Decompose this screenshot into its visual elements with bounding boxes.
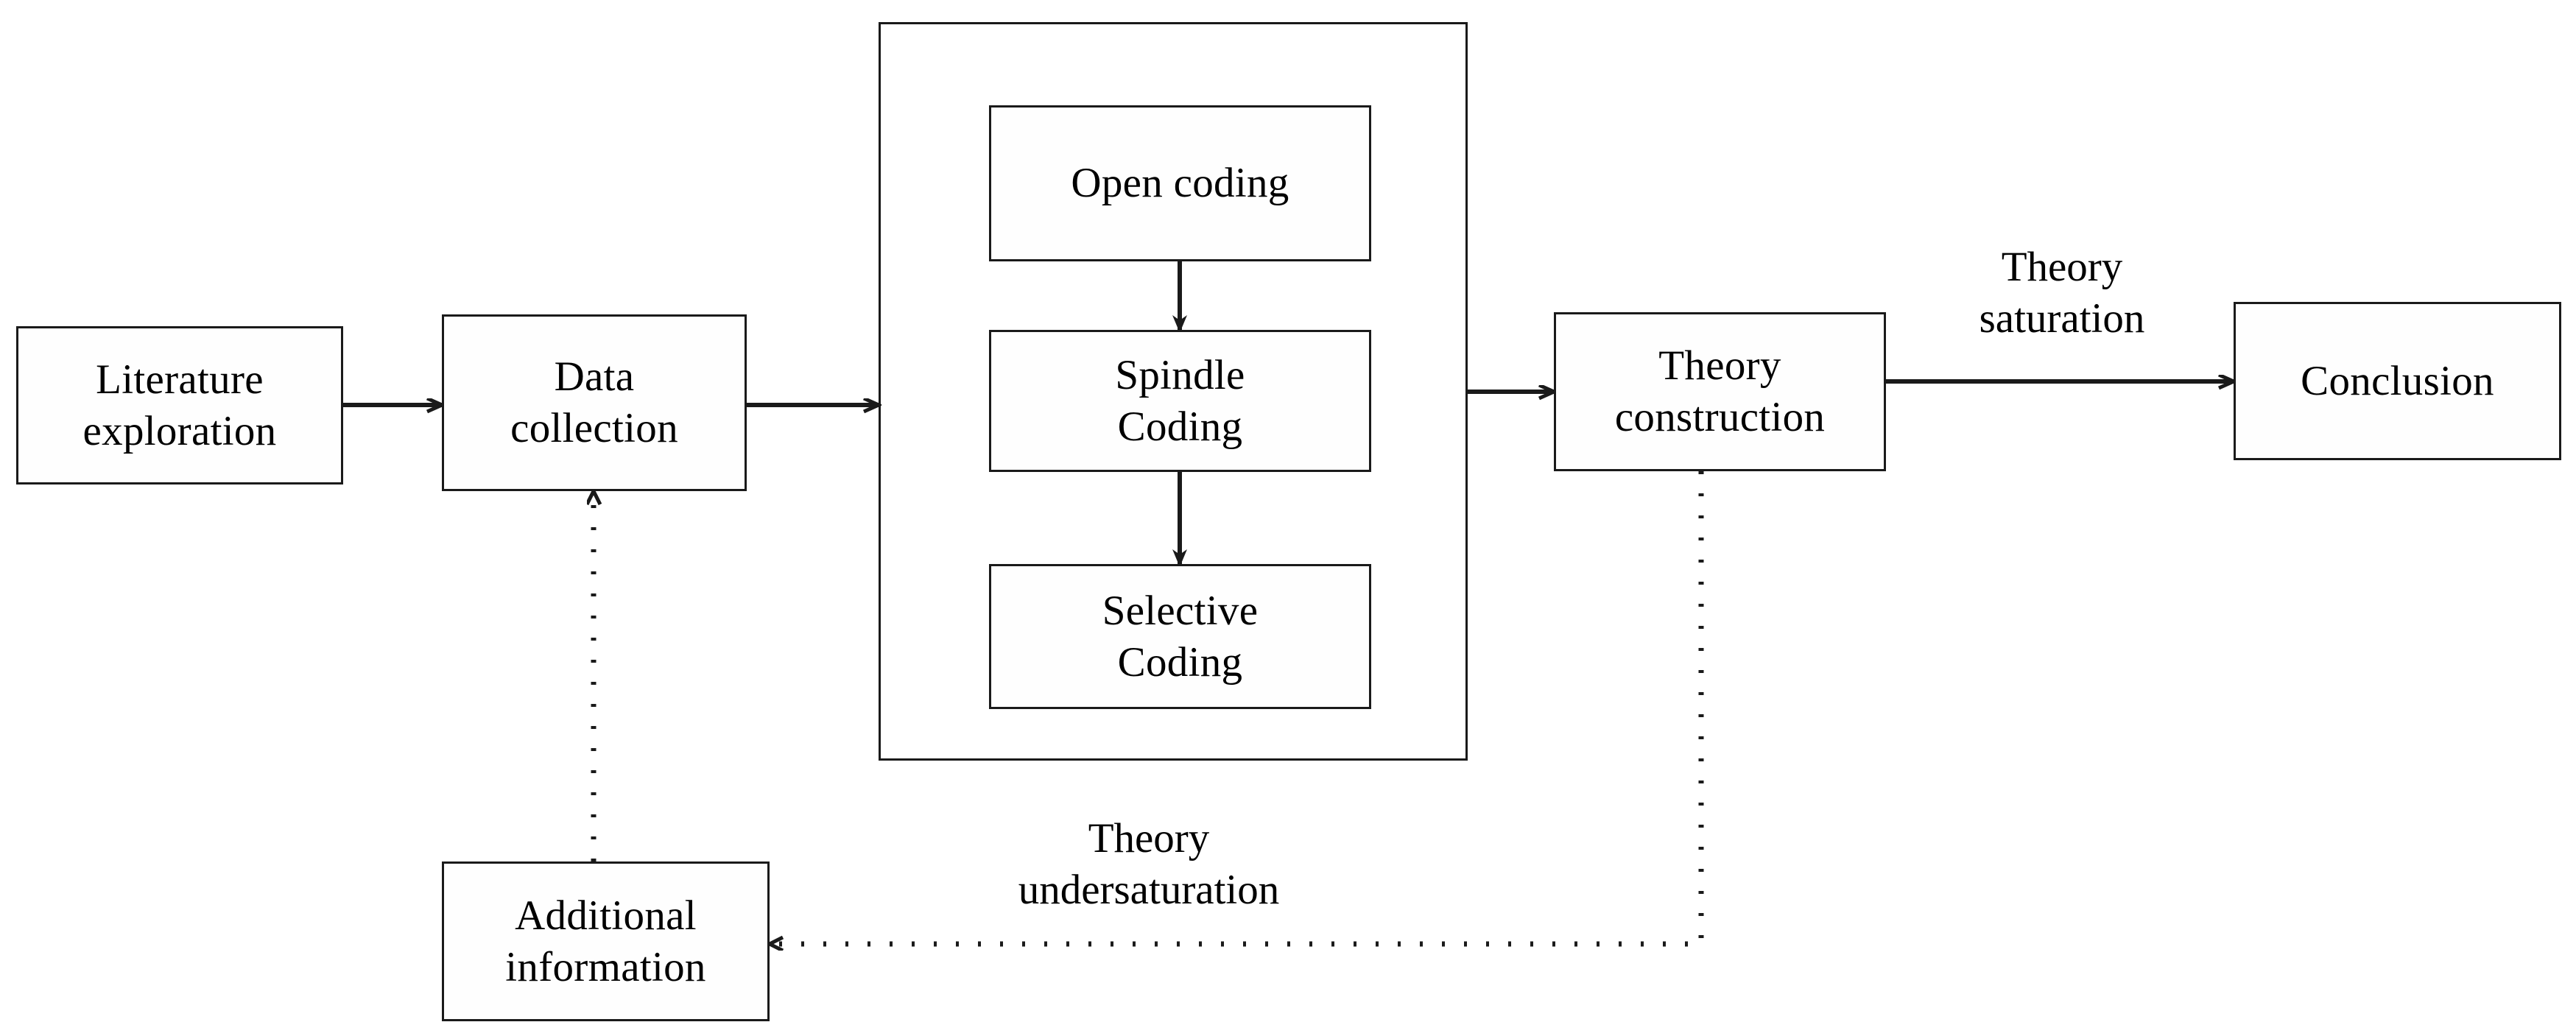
node-additional-information[interactable]: Additional information (442, 861, 770, 1021)
node-open-coding-label: Open coding (1071, 160, 1289, 207)
node-conclusion-label: Conclusion (2301, 357, 2494, 404)
node-conclusion[interactable]: Conclusion (2234, 302, 2561, 460)
node-literature-exploration-label: Literature exploration (82, 356, 277, 454)
edge-label-theory-saturation: Theory saturation (1979, 244, 2145, 342)
coding-stage-group-frame (879, 22, 1468, 761)
node-open-coding[interactable]: Open coding (989, 105, 1371, 261)
node-theory-construction-label: Theory construction (1614, 342, 1826, 440)
edge-label-theory-undersaturation: Theory undersaturation (1018, 815, 1280, 913)
node-data-collection-label: Data collection (510, 353, 678, 451)
node-spindle-coding[interactable]: Spindle Coding (989, 330, 1371, 472)
node-theory-construction[interactable]: Theory construction (1554, 312, 1886, 471)
node-additional-information-label: Additional information (505, 892, 706, 990)
node-spindle-coding-label: Spindle Coding (1115, 351, 1245, 450)
node-data-collection[interactable]: Data collection (442, 314, 747, 491)
node-selective-coding-label: Selective Coding (1102, 587, 1259, 686)
node-literature-exploration[interactable]: Literature exploration (16, 326, 343, 484)
node-selective-coding[interactable]: Selective Coding (989, 564, 1371, 709)
